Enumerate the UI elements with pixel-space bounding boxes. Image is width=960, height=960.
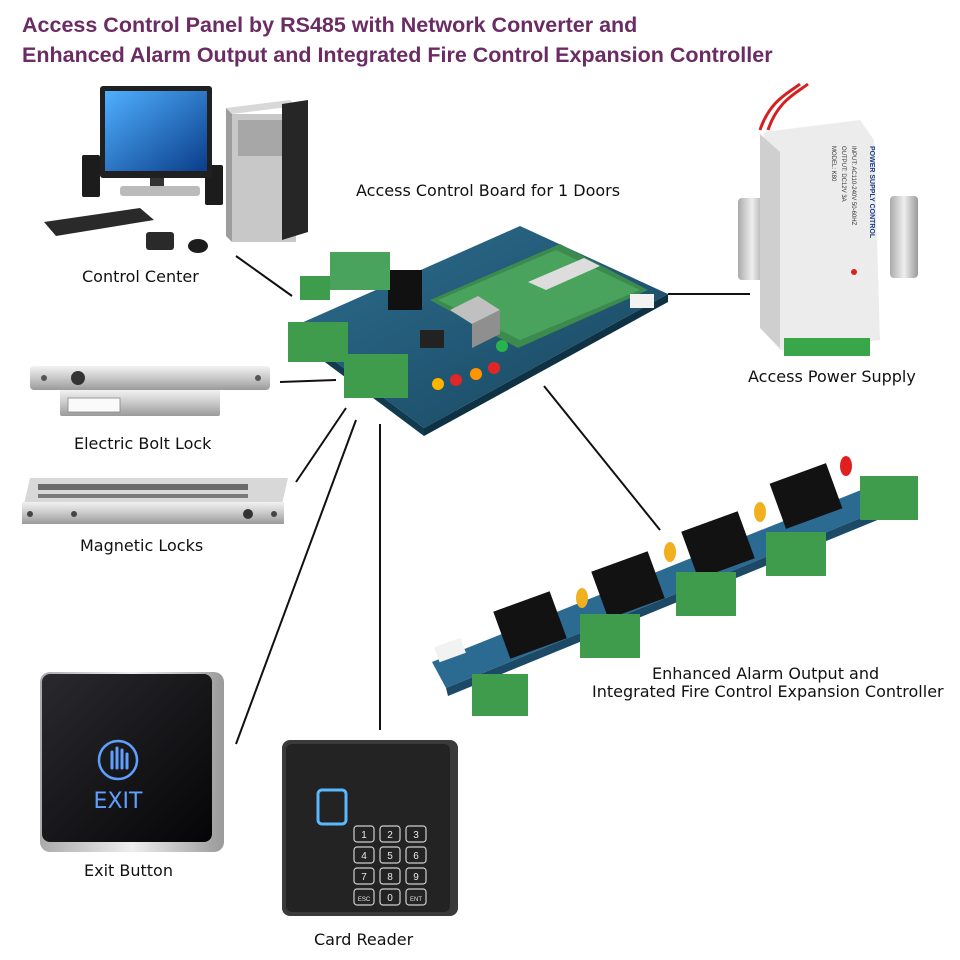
expansion-controller-image (432, 456, 918, 716)
line-expansion (543, 385, 661, 531)
line-bolt-lock (279, 379, 337, 383)
title-line-1: Access Control Panel by RS485 with Netwo… (22, 13, 638, 37)
label-magnetic-locks: Magnetic Locks (80, 536, 204, 555)
keypad-key (405, 888, 427, 906)
keypad-key-label: 6 (413, 851, 419, 862)
keypad-key (405, 867, 427, 885)
keypad-key (379, 846, 401, 864)
line-magnetic-lock (295, 407, 347, 483)
label-bolt-lock: Electric Bolt Lock (74, 434, 212, 453)
keypad-key (379, 888, 401, 906)
keypad-key-label: 7 (361, 872, 367, 883)
label-expansion-line-1: Enhanced Alarm Output and (652, 664, 880, 683)
exit-label-text: EXIT (94, 789, 143, 814)
label-exit-button: Exit Button (84, 861, 173, 880)
connection-lines (235, 255, 750, 745)
keypad-key-label: 3 (413, 830, 419, 841)
label-access-board: Access Control Board for 1 Doors (356, 181, 621, 200)
title-line-2: Enhanced Alarm Output and Integrated Fir… (22, 43, 773, 67)
keypad-key (379, 825, 401, 843)
keypad-key-label: 0 (387, 893, 393, 904)
exit-button-image: EXIT (40, 672, 224, 852)
psu-output-text: OUTPUT: DC12V 3A (840, 146, 846, 202)
keypad-key (353, 846, 375, 864)
keypad-key-label: ESC (358, 897, 371, 903)
diagram-title: Access Control Panel by RS485 with Netwo… (22, 10, 773, 70)
line-control-center (235, 255, 293, 297)
line-exit-button (235, 419, 357, 745)
keypad-key (353, 888, 375, 906)
keypad-key-label: 9 (413, 872, 419, 883)
label-power-supply: Access Power Supply (748, 367, 916, 386)
label-card-reader: Card Reader (314, 930, 414, 949)
keypad-key-label: 1 (361, 830, 367, 841)
keypad-key-label: ENT (410, 897, 422, 903)
keypad-key (405, 825, 427, 843)
psu-title-text: POWER SUPPLY CONTROL (868, 146, 875, 239)
keypad-key (405, 846, 427, 864)
keypad-key (353, 825, 375, 843)
psu-model-text: MODEL: K80 (830, 146, 836, 182)
keypad-key-label: 2 (387, 830, 393, 841)
power-supply-image: POWER SUPPLY CONTROL INPUT: AC110-240V 5… (738, 82, 918, 356)
electric-bolt-lock-image (30, 366, 270, 416)
control-center-image (44, 86, 308, 253)
magnetic-lock-image (22, 478, 288, 524)
label-control-center: Control Center (82, 267, 199, 286)
access-control-board-image (288, 226, 668, 436)
psu-input-text: INPUT: AC110-240V 50-60HZ (850, 146, 856, 226)
keypad-key (379, 867, 401, 885)
keypad-key (353, 867, 375, 885)
label-expansion-line-2: Integrated Fire Control Expansion Contro… (592, 682, 944, 701)
keypad-key-label: 5 (387, 851, 393, 862)
keypad-key-label: 4 (361, 851, 367, 862)
keypad-key-label: 8 (387, 872, 393, 883)
